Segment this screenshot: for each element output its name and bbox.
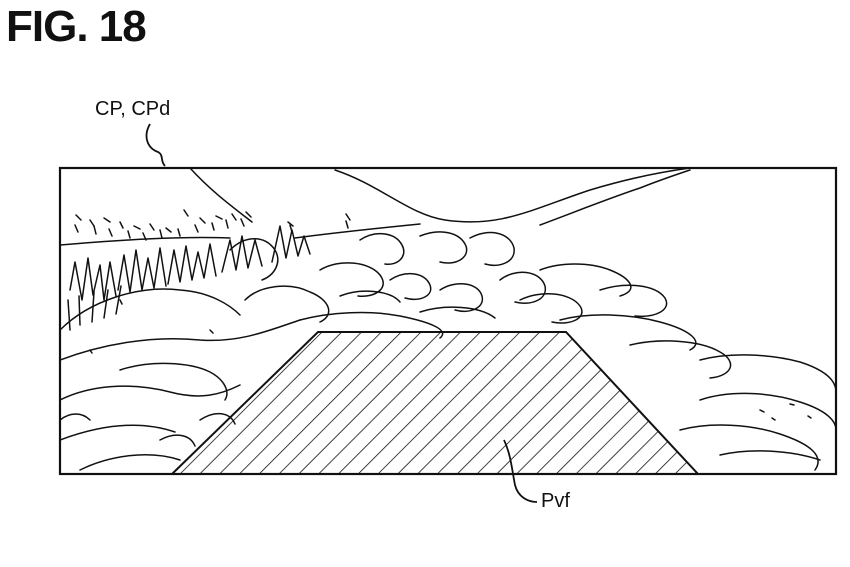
image-leader-line	[145, 123, 166, 167]
rocks	[60, 231, 836, 471]
landscape-scene	[60, 168, 836, 471]
figure-title: FIG. 18	[6, 2, 147, 51]
captured-image-label: CP, CPd	[95, 98, 171, 120]
hatched-region	[169, 331, 701, 475]
image-frame	[58, 166, 838, 476]
grass-reeds	[67, 209, 351, 331]
region-label: Pvf	[541, 490, 570, 512]
